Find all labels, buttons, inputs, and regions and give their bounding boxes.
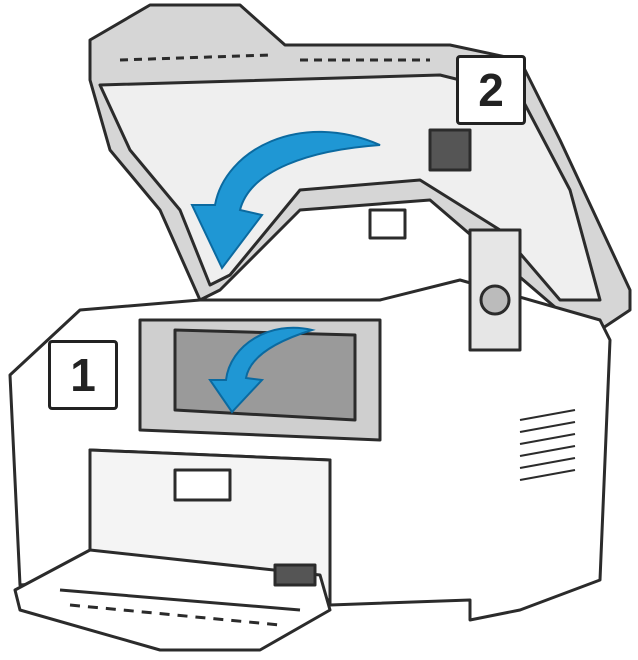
vent-grille [519, 409, 576, 481]
rotate-down-arrow-icon [190, 130, 381, 270]
paper-tray [13, 548, 332, 652]
step-1-badge: 1 [48, 340, 118, 410]
rotate-down-arrow-icon [208, 326, 316, 414]
scanner-lid [88, 3, 632, 332]
step-2-badge: 2 [456, 55, 526, 125]
